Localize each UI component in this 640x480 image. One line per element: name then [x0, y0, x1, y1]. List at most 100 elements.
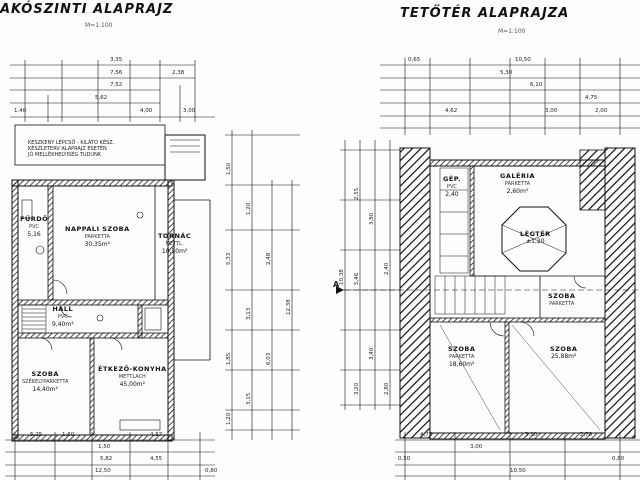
room-name: GALÉRIA [500, 172, 535, 180]
room-name: ÉTKEZŐ-KONYHA [98, 365, 167, 373]
dimension-label: 3,00 [470, 444, 483, 450]
room-name: GÉP. [443, 175, 461, 183]
dimension-label: 1,20 [226, 412, 232, 425]
left-dim-chain-right [225, 130, 300, 440]
dimension-label: 4,75 [420, 432, 433, 438]
right-dim-chain-top [380, 58, 640, 135]
room-nappali: NAPPALI SZOBA PARKETTA 30,35m² [65, 225, 130, 249]
room-area: 5,16 [27, 231, 41, 238]
dimension-label: 3,35 [110, 57, 123, 63]
note-line: JÓ MELLÉKHELYISÉG TUDUNK [28, 152, 102, 158]
room-name: FÜRDŐ [20, 215, 49, 223]
room-name: TORNÁC [158, 232, 192, 240]
room-name: SZOBA [550, 345, 578, 353]
dimension-label: 2,48 [266, 252, 272, 265]
room-szoba-left: SZOBA PARKETTA 18,60m² [448, 345, 475, 369]
room-floor: METTLACH [118, 374, 146, 380]
room-floor: PARKETTA [449, 354, 475, 360]
dimension-label: 2,70 [580, 432, 593, 438]
dimension-label: 3,15 [246, 392, 252, 405]
dimension-label: 5,25 [30, 432, 43, 438]
dimension-label: 2,38 [172, 70, 185, 76]
section-marker-label: A [333, 280, 340, 289]
dimension-label: 7,52 [110, 82, 123, 88]
dimension-label: 5,33 [226, 252, 232, 265]
dimension-label: 0,65 [408, 57, 421, 63]
dimension-label: 2,00 [595, 108, 608, 114]
room-area: 2,40 [445, 191, 459, 198]
room-legter: LÉGTÉR ±1,20 [520, 230, 551, 246]
room-floor: PARKETTA [549, 301, 575, 307]
dimension-label: 3,80 [369, 212, 375, 225]
dimension-label: 5,82 [100, 456, 113, 462]
dimension-label: 2,40 [384, 262, 390, 275]
room-furdo: FÜRDŐ PVC 5,16 [20, 215, 48, 239]
room-area: 2,60m² [506, 188, 529, 195]
dimension-label: 1,60 [62, 432, 75, 438]
room-area: 18,60m² [448, 361, 475, 368]
dimension-label: 3,00 [545, 108, 558, 114]
room-floor: SZÉKELYPARKETTA [22, 379, 69, 385]
room-floor: PVC [57, 314, 68, 320]
note-line: KESZKENY LÉPCSŐ - KILÁTÓ KÉSZ. [28, 140, 115, 146]
left-plan-title: AKÓSZINTI ALAPRAJZ [0, 2, 174, 17]
room-area: 45,00m² [119, 381, 146, 388]
room-tornac: TORNÁC METTL. 10,50m² [158, 232, 191, 256]
dimension-label: 6,10 [530, 82, 543, 88]
right-plan-scale: M=1:100 [498, 28, 526, 35]
dimension-label: 7,56 [110, 70, 123, 76]
room-name: SZOBA [31, 370, 59, 378]
dimension-label: 3,00 [183, 108, 196, 114]
dimension-label: 6,03 [266, 352, 272, 365]
room-szoba-top: SZOBA PARKETTA [548, 292, 575, 308]
dimension-label: 3,20 [354, 382, 360, 395]
dimension-label: 4,00 [140, 108, 153, 114]
dimension-label: 4,75 [585, 95, 598, 101]
room-floor: PVC [446, 184, 457, 190]
right-dim-chain-bottom [395, 432, 640, 480]
right-dim-chain-left [340, 140, 400, 410]
room-name: LÉGTÉR [520, 230, 551, 238]
dimension-label: 3,40 [369, 347, 375, 360]
dimension-label: 0,80 [205, 468, 218, 474]
dimension-label: 2,55 [354, 187, 360, 200]
room-name: SZOBA [448, 345, 476, 353]
dimension-label: 3,13 [246, 307, 252, 320]
room-area: 10,50m² [161, 248, 188, 255]
room-area: 25,88m² [550, 353, 577, 360]
dimension-label: 10,38 [339, 269, 345, 285]
dimension-label: 12,38 [286, 299, 292, 315]
dimension-label: 5,30 [500, 70, 513, 76]
dimension-label: 10,50 [510, 468, 526, 474]
dimension-label: 1,50 [98, 444, 111, 450]
dimension-label: 4,55 [150, 456, 163, 462]
dimension-label: 4,57 [150, 432, 163, 438]
room-name: NAPPALI SZOBA [65, 225, 130, 233]
room-etkezo: ÉTKEZŐ-KONYHA METTLACH 45,00m² [98, 365, 167, 389]
left-plan-note: KESZKENY LÉPCSŐ - KILÁTÓ KÉSZ. KÉSZLETER… [28, 140, 114, 158]
room-area: 9,40m² [52, 321, 74, 328]
room-floor: PVC [29, 224, 40, 230]
note-line: KÉSZLETERV ALAPRAJZ ESETÉN [28, 146, 107, 152]
right-plan [336, 58, 640, 480]
room-szoba: SZOBA SZÉKELYPARKETTA 14,40m² [22, 370, 68, 394]
dimension-label: 1,40 [14, 108, 27, 114]
dimension-label: 10,50 [515, 57, 531, 63]
left-dim-chain-top [10, 60, 215, 122]
dimension-label: 1,20 [246, 202, 252, 215]
room-name: SZOBA [548, 292, 576, 300]
dimension-label: 1,50 [226, 162, 232, 175]
room-galeria: GALÉRIA PARKETTA 2,60m² [500, 172, 535, 196]
dimension-label: 3,10 [525, 432, 538, 438]
dimension-label: 12,50 [95, 468, 111, 474]
room-name: HALL [52, 305, 74, 313]
dimension-label: 5,46 [354, 272, 360, 285]
right-plan-title: TETŐTÉR ALAPRAJZA [400, 6, 570, 21]
room-area: 14,40m² [32, 386, 58, 393]
dimension-label: 4,62 [445, 108, 458, 114]
room-floor: PARKETTA [84, 234, 110, 240]
room-floor: PARKETTA [504, 181, 530, 187]
dimension-label: 1,85 [226, 352, 232, 365]
